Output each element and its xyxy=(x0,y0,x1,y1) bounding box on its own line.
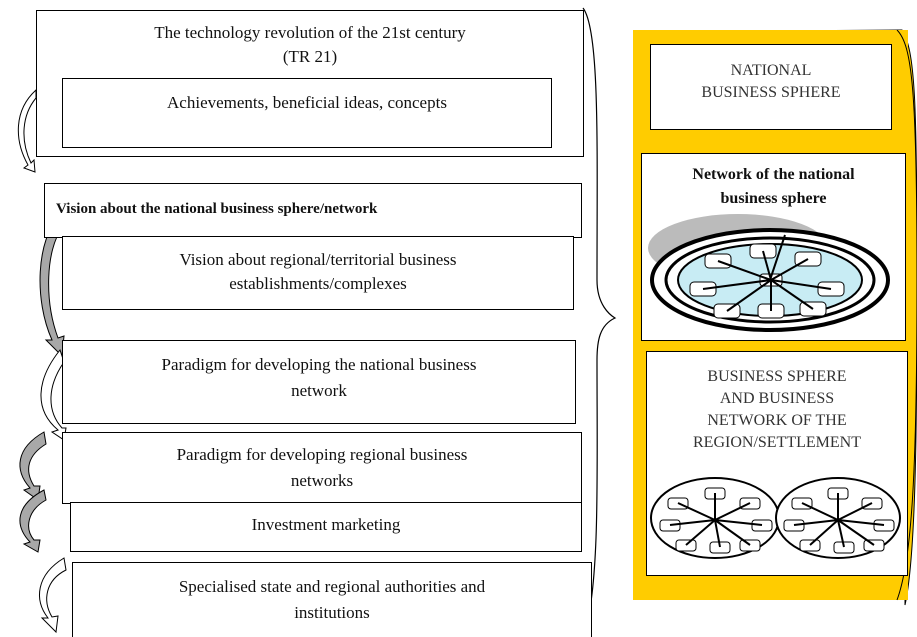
achievements-text: Achievements, beneficial ideas, concepts xyxy=(167,93,447,112)
regional-network-right xyxy=(775,477,901,559)
vision-regional-line2: establishments/complexes xyxy=(229,274,407,293)
vision-regional-box xyxy=(62,236,574,310)
regional-node xyxy=(873,519,895,532)
regional-node xyxy=(739,539,761,552)
network-line2: business sphere xyxy=(720,190,827,207)
national-sphere-line1: NATIONAL xyxy=(730,62,812,79)
national-sphere-box xyxy=(650,44,892,130)
authorities-box xyxy=(72,562,592,637)
revolution-abbr: (TR 21) xyxy=(282,47,338,66)
left-arrows xyxy=(17,88,67,634)
regional-node xyxy=(833,541,855,554)
regional-line4: REGION/SETTLEMENT xyxy=(693,434,861,451)
regional-node xyxy=(751,519,773,532)
regional-line1: BUSINESS SPHERE xyxy=(707,368,847,385)
regional-node xyxy=(863,539,885,552)
curve-arrow-1 xyxy=(17,88,37,173)
regional-network-left xyxy=(650,477,780,559)
regional-node xyxy=(675,539,697,552)
paradigm-regional-line1: Paradigm for developing regional busines… xyxy=(176,445,468,464)
investment-box xyxy=(70,502,582,552)
achievements-box xyxy=(62,78,552,148)
paradigm-national-line2: network xyxy=(291,381,347,400)
regional-node xyxy=(783,519,805,532)
network-line1: Network of the national xyxy=(692,166,855,183)
authorities-line1: Specialised state and regional authoriti… xyxy=(178,577,486,596)
vision-regional-line1: Vision about regional/territorial busine… xyxy=(179,250,457,269)
vision-national-text: Vision about the national business spher… xyxy=(56,201,378,217)
investment-text: Investment marketing xyxy=(251,515,401,534)
regional-line3: NETWORK OF THE xyxy=(707,412,847,429)
right-brace xyxy=(582,7,617,633)
vision-national-box xyxy=(44,183,582,238)
paradigm-regional-line2: networks xyxy=(290,471,354,490)
paradigm-national-line1: Paradigm for developing the national bus… xyxy=(161,355,477,374)
paradigm-national-box xyxy=(62,340,576,424)
regional-node xyxy=(659,519,681,532)
regional-node xyxy=(799,539,821,552)
national-sphere-line2: BUSINESS SPHERE xyxy=(701,84,841,101)
regional-line2: AND BUSINESS xyxy=(719,390,835,407)
curve-arrow-5 xyxy=(19,489,47,553)
network-links xyxy=(702,234,832,312)
curve-arrow-6 xyxy=(39,557,67,634)
authorities-line2: institutions xyxy=(294,603,370,622)
revolution-title: The technology revolution of the 21st ce… xyxy=(154,23,466,42)
